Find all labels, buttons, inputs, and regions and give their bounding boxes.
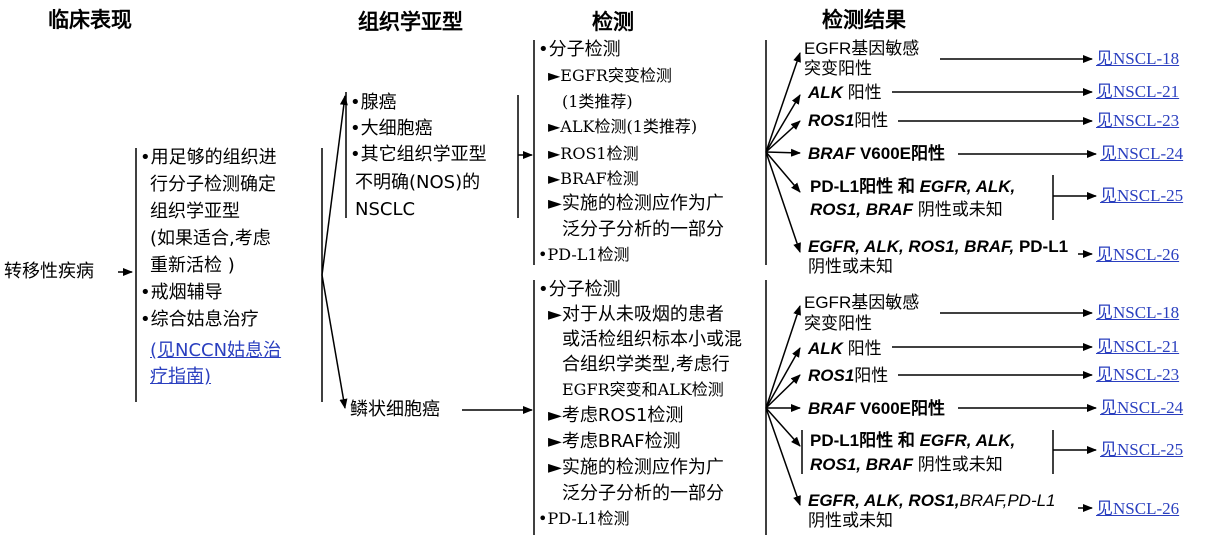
result-alk: ALK 阳性	[808, 83, 882, 102]
testing-line: ►实施的检测应作为广	[548, 193, 724, 214]
header-testing: 检测	[592, 10, 634, 34]
histology-line: •其它组织学亚型	[350, 144, 487, 165]
result-egfr: EGFR基因敏感	[804, 39, 920, 58]
result-braf: BRAF V600E阳性	[808, 399, 945, 418]
clinical-line: •用足够的组织进	[140, 147, 277, 168]
header-results: 检测结果	[822, 8, 906, 32]
result-egfr: EGFR基因敏感	[804, 293, 920, 312]
testing-line: (1类推荐)	[562, 92, 633, 111]
testing-line: 合组织学类型,考虑行	[562, 354, 730, 375]
testing-line: ►ALK检测(1类推荐)	[548, 117, 698, 136]
testing-line: ►对于从未吸烟的患者	[548, 304, 724, 325]
nscl-26-link[interactable]: 见NSCL-26	[1096, 499, 1180, 518]
result-pdl1: ROS1, BRAF 阴性或未知	[810, 200, 1003, 219]
palliative-guideline-link[interactable]: 疗指南)	[150, 366, 212, 387]
smoking-cessation-item: •戒烟辅导	[140, 282, 223, 303]
testing-line: ►ROS1检测	[548, 144, 639, 163]
nscl-18-link[interactable]: 见NSCL-18	[1096, 303, 1180, 322]
testing-line: ►考虑ROS1检测	[548, 405, 684, 426]
histology-line: 不明确(NOS)的	[355, 172, 481, 193]
testing-line: •PD-L1检测	[538, 509, 630, 528]
nscl-24-link[interactable]: 见NSCL-24	[1100, 398, 1184, 417]
testing-line: 泛分子分析的一部分	[562, 483, 724, 504]
header-histology: 组织学亚型	[358, 10, 463, 34]
histology-line: •大细胞癌	[350, 118, 433, 139]
result-ros1: ROS1阳性	[808, 111, 889, 130]
nscl-23-link[interactable]: 见NSCL-23	[1096, 365, 1180, 384]
result-pdl1: PD-L1阳性 和 EGFR, ALK,	[810, 177, 1016, 196]
testing-line: ►实施的检测应作为广	[548, 457, 724, 478]
testing-line: ►BRAF检测	[548, 169, 639, 188]
histology-line: •腺癌	[350, 92, 397, 113]
result-braf: BRAF V600E阳性	[808, 144, 945, 163]
result-negative: 阴性或未知	[808, 511, 893, 530]
testing-line: •分子检测	[538, 39, 621, 60]
clinical-line: 组织学亚型	[150, 201, 240, 222]
squamous-cell-label: 鳞状细胞癌	[350, 399, 440, 420]
result-pdl1: ROS1, BRAF 阴性或未知	[810, 455, 1003, 474]
result-pdl1: PD-L1阳性 和 EGFR, ALK,	[810, 431, 1016, 450]
testing-line: EGFR突变和ALK检测	[562, 380, 724, 399]
result-egfr: 突变阳性	[804, 314, 872, 333]
histology-line: NSCLC	[355, 199, 416, 220]
result-alk: ALK 阳性	[808, 339, 882, 358]
testing-line: 或活检组织标本小或混	[562, 329, 742, 350]
testing-line: •分子检测	[538, 279, 621, 300]
nscl-25-link[interactable]: 见NSCL-25	[1100, 440, 1184, 459]
testing-line: •PD-L1检测	[538, 245, 630, 264]
nscl-21-link[interactable]: 见NSCL-21	[1096, 82, 1180, 101]
result-negative: 阴性或未知	[808, 257, 893, 276]
clinical-line: (如果适合,考虑	[150, 228, 271, 249]
nscl-18-link[interactable]: 见NSCL-18	[1096, 49, 1180, 68]
header-clinical: 临床表现	[48, 8, 132, 32]
testing-line: ►考虑BRAF检测	[548, 431, 681, 452]
testing-line: ►EGFR突变检测	[548, 66, 672, 85]
result-egfr: 突变阳性	[804, 59, 872, 78]
clinical-line: 行分子检测确定	[150, 174, 276, 195]
result-negative: EGFR, ALK, ROS1, BRAF, PD-L1	[808, 237, 1069, 256]
nscl-25-link[interactable]: 见NSCL-25	[1100, 186, 1184, 205]
palliative-care-item: •综合姑息治疗	[140, 309, 259, 330]
palliative-guideline-link[interactable]: (见NCCN姑息治	[150, 340, 282, 361]
result-ros1: ROS1阳性	[808, 366, 889, 385]
nscl-23-link[interactable]: 见NSCL-23	[1096, 111, 1180, 130]
clinical-line: 重新活检 )	[150, 255, 235, 276]
result-negative: EGFR, ALK, ROS1,BRAF,PD-L1	[808, 491, 1056, 510]
metastatic-disease-label: 转移性疾病	[4, 261, 94, 282]
nscl-21-link[interactable]: 见NSCL-21	[1096, 337, 1180, 356]
nscl-26-link[interactable]: 见NSCL-26	[1096, 245, 1180, 264]
nscl-24-link[interactable]: 见NSCL-24	[1100, 144, 1184, 163]
testing-line: 泛分子分析的一部分	[562, 219, 724, 240]
